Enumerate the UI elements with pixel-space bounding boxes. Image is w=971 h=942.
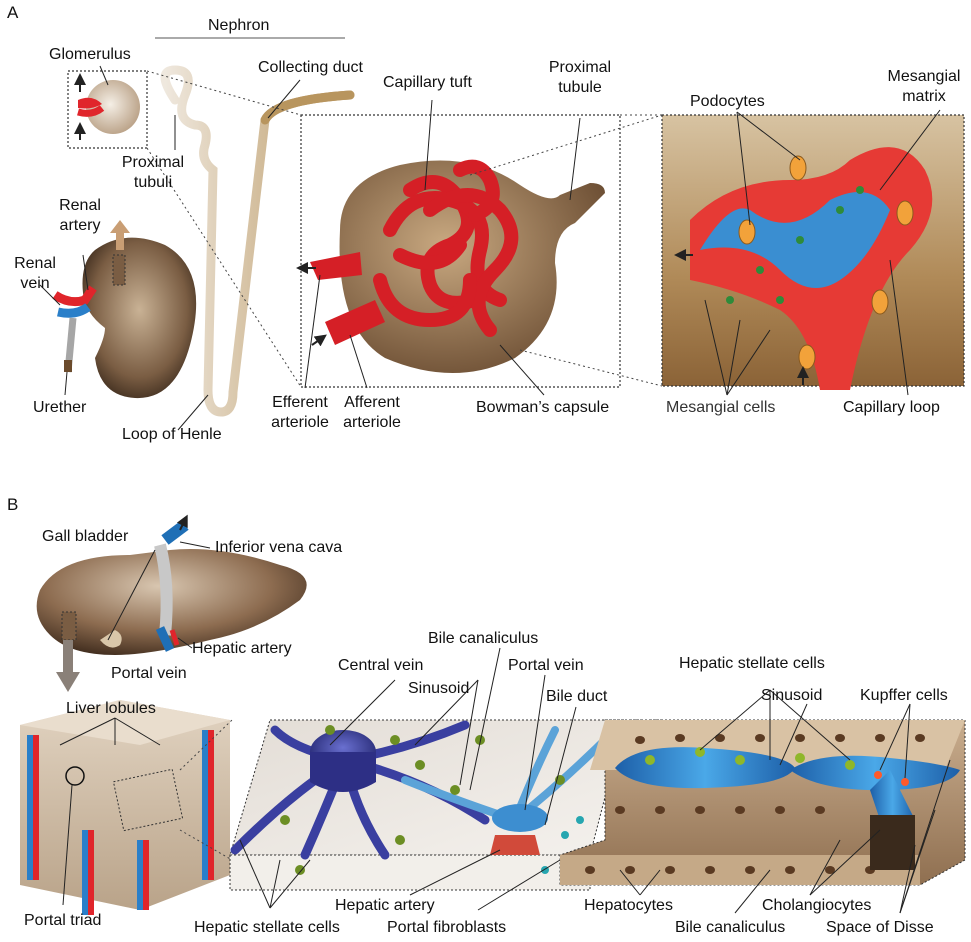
panel-b-letter: B bbox=[7, 495, 18, 515]
label-proximal-tubuli-line2: tubuli bbox=[108, 174, 198, 192]
kidney bbox=[83, 238, 197, 398]
label-portal-vein-top: Portal vein bbox=[111, 665, 187, 683]
label-portal-fibroblasts: Portal fibroblasts bbox=[387, 919, 506, 937]
label-capillary-tuft: Capillary tuft bbox=[383, 74, 472, 92]
label-mesangial-matrix-line2: matrix bbox=[880, 88, 968, 106]
label-nephron: Nephron bbox=[208, 17, 269, 35]
label-mesangial-matrix-line1: Mesangial bbox=[880, 68, 968, 86]
panel-a-letter: A bbox=[7, 3, 18, 23]
label-urether: Urether bbox=[33, 399, 86, 417]
label-liver-lobules: Liver lobules bbox=[66, 700, 156, 718]
label-renal-vein-line1: Renal bbox=[5, 255, 65, 273]
label-collecting-duct: Collecting duct bbox=[258, 59, 363, 77]
label-podocytes: Podocytes bbox=[690, 93, 765, 111]
label-hepatic-artery-top: Hepatic artery bbox=[192, 640, 292, 658]
label-capillary-loop: Capillary loop bbox=[843, 399, 940, 417]
portal-vein-mid bbox=[492, 804, 548, 832]
label-loop-of-henle: Loop of Henle bbox=[122, 426, 222, 444]
label-hepatic-stellate-top: Hepatic stellate cells bbox=[679, 655, 825, 673]
label-proximal-tubule-line2: tubule bbox=[535, 79, 625, 97]
label-gall-bladder: Gall bladder bbox=[42, 528, 128, 546]
label-sinusoid-mid: Sinusoid bbox=[408, 680, 469, 698]
label-hepatocytes: Hepatocytes bbox=[584, 897, 673, 915]
label-space-of-disse: Space of Disse bbox=[826, 919, 934, 937]
label-sinusoid-right: Sinusoid bbox=[761, 687, 822, 705]
label-proximal-tubuli-line1: Proximal bbox=[108, 154, 198, 172]
label-bile-canaliculus-top: Bile canaliculus bbox=[428, 630, 538, 648]
label-renal-artery-line2: artery bbox=[40, 217, 120, 235]
label-afferent-line2: arteriole bbox=[327, 414, 417, 432]
label-inferior-vena-cava: Inferior vena cava bbox=[215, 539, 342, 557]
label-mesangial-cells: Mesangial cells bbox=[666, 399, 775, 417]
label-portal-vein-mid: Portal vein bbox=[508, 657, 584, 675]
panel-b-drawing bbox=[20, 520, 965, 915]
label-cholangiocytes: Cholangiocytes bbox=[762, 897, 871, 915]
nephron-tubule bbox=[165, 70, 350, 412]
label-renal-artery-line1: Renal bbox=[40, 197, 120, 215]
label-renal-vein-line2: vein bbox=[5, 275, 65, 293]
label-hepatic-stellate-bottom: Hepatic stellate cells bbox=[194, 919, 340, 937]
label-afferent-line1: Afferent bbox=[327, 394, 417, 412]
label-portal-triad: Portal triad bbox=[24, 912, 101, 930]
label-bile-canaliculus-bottom: Bile canaliculus bbox=[675, 919, 785, 937]
label-glomerulus: Glomerulus bbox=[49, 46, 131, 64]
label-kupffer-cells: Kupffer cells bbox=[860, 687, 948, 705]
label-proximal-tubule-line1: Proximal bbox=[535, 59, 625, 77]
label-hepatic-artery-bottom: Hepatic artery bbox=[335, 897, 435, 915]
label-bowmans-capsule: Bowman’s capsule bbox=[476, 399, 609, 417]
efferent-arteriole bbox=[310, 252, 362, 280]
label-central-vein: Central vein bbox=[338, 657, 423, 675]
label-bile-duct: Bile duct bbox=[546, 688, 607, 706]
